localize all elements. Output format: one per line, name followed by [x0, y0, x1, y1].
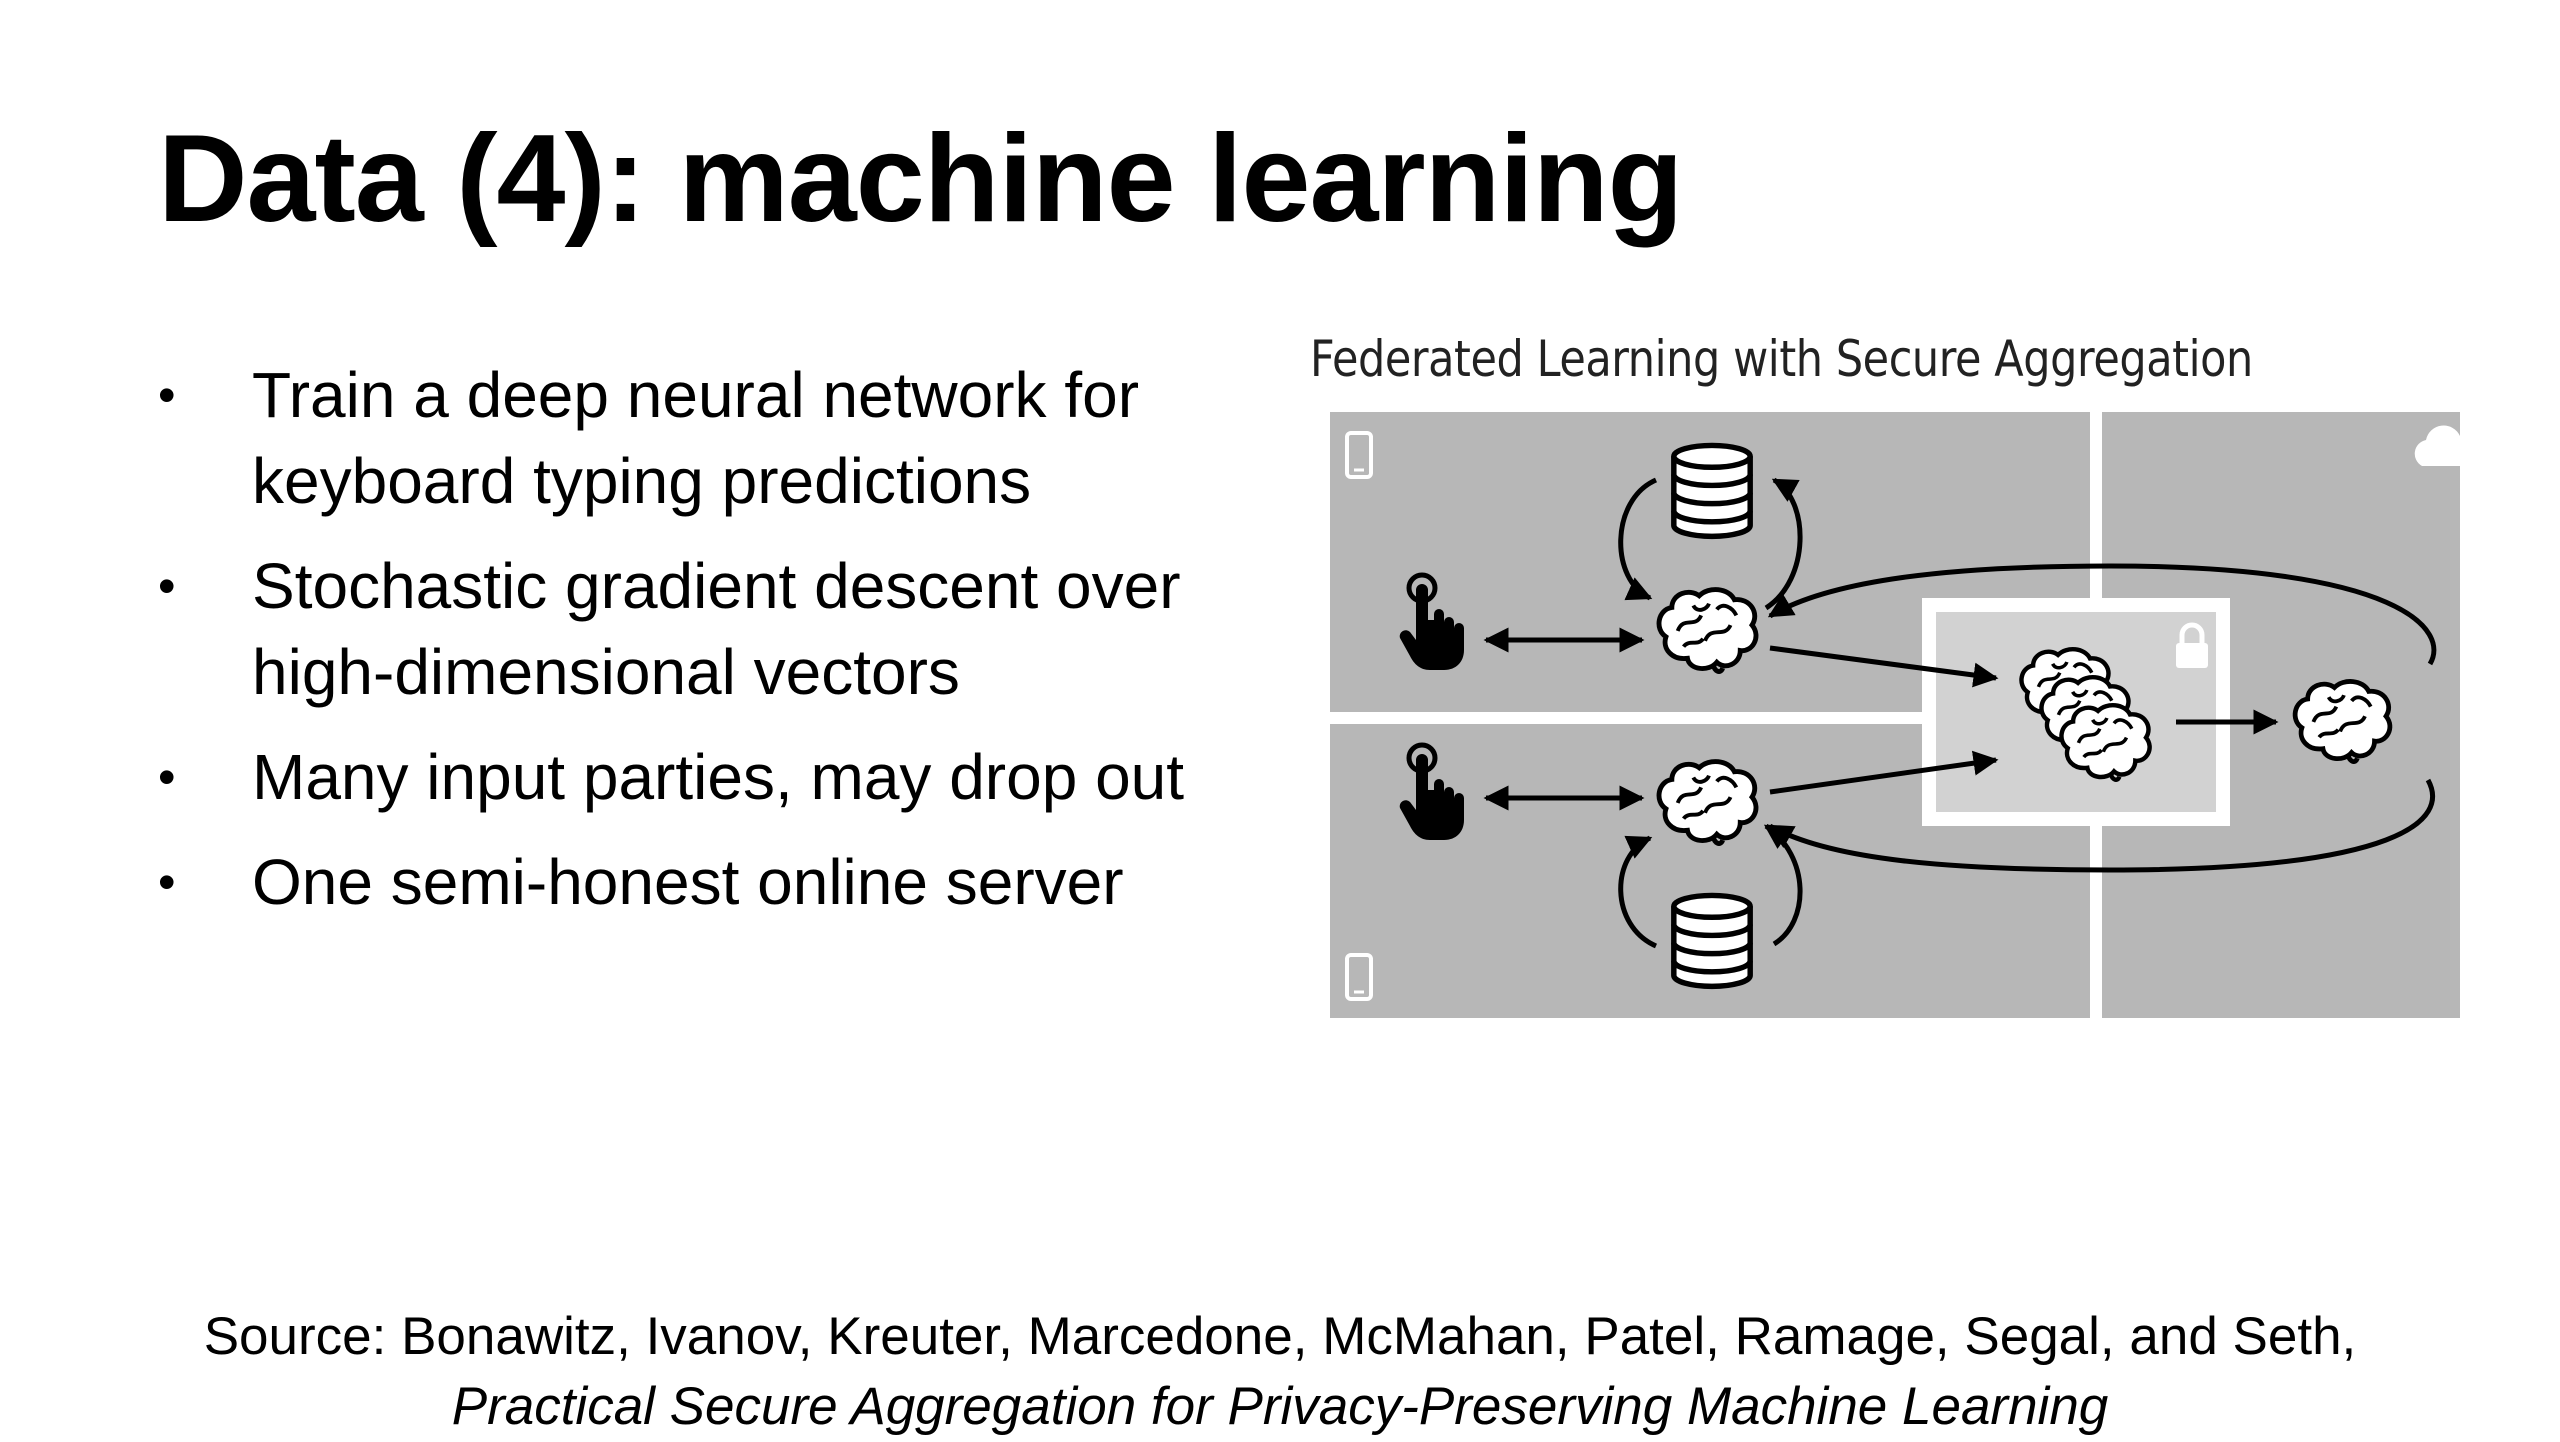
- bullet-text: Many input parties, may drop out: [252, 741, 1185, 813]
- bullet-dot: •: [158, 854, 176, 910]
- source-citation: Source: Bonawitz, Ivanov, Kreuter, Marce…: [0, 1302, 2560, 1442]
- bullet-item: • One semi-honest online server: [150, 839, 1280, 925]
- source-authors: Source: Bonawitz, Ivanov, Kreuter, Marce…: [203, 1307, 2357, 1366]
- bullet-text: Stochastic gradient descent over high-di…: [252, 550, 1181, 708]
- lock-icon: [2176, 622, 2208, 668]
- bullet-dot: •: [158, 558, 176, 614]
- bullet-text: One semi-honest online server: [252, 846, 1124, 918]
- bullet-item: • Train a deep neural network for keyboa…: [150, 352, 1280, 524]
- cloud-icon: [2414, 425, 2460, 466]
- bullet-text: Train a deep neural network for keyboard…: [252, 359, 1139, 517]
- database-icon: [1674, 895, 1750, 986]
- figure-title: Federated Learning with Secure Aggregati…: [1310, 330, 2253, 388]
- source-paper-title: Practical Secure Aggregation for Privacy…: [451, 1377, 2109, 1436]
- bullet-item: • Stochastic gradient descent over high-…: [150, 543, 1280, 715]
- bullet-dot: •: [158, 367, 176, 423]
- database-icon: [1674, 445, 1750, 536]
- bullet-list: • Train a deep neural network for keyboa…: [150, 352, 1280, 944]
- bullet-item: • Many input parties, may drop out: [150, 734, 1280, 820]
- federated-learning-diagram: [1330, 412, 2460, 1018]
- bullet-dot: •: [158, 749, 176, 805]
- federated-learning-figure: Federated Learning with Secure Aggregati…: [1310, 330, 2460, 1020]
- slide-title: Data (4): machine learning: [158, 110, 1683, 248]
